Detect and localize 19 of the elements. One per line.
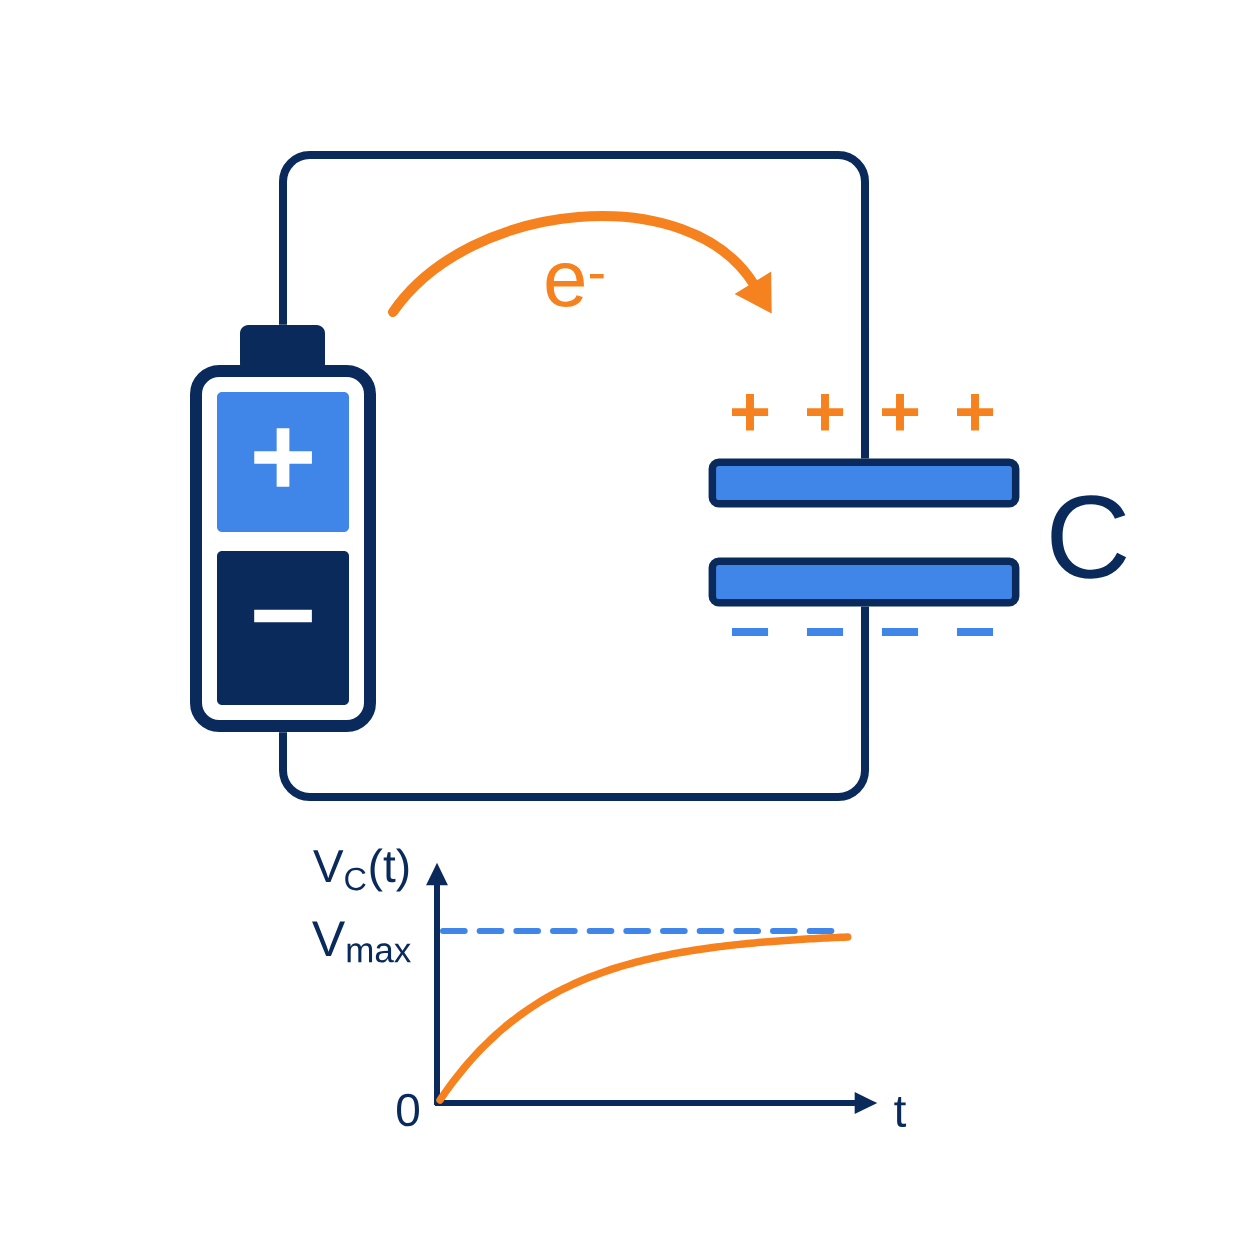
axis-label: t [894, 1096, 907, 1128]
axis-label: V$_{C}$(t) [313, 848, 409, 892]
charge-sign: − [881, 628, 919, 636]
plus-sign: + [254, 428, 312, 487]
battery-drawing [190, 325, 376, 732]
capacitor-plate [708, 458, 1020, 508]
electron-symbol: e$^{-}$ [546, 263, 604, 307]
charge-sign: − [956, 628, 994, 636]
charge-sign: + [957, 393, 994, 431]
origin-label: 0 [397, 1093, 419, 1127]
minus-sign: − [254, 609, 312, 623]
charge-sign: + [882, 393, 919, 431]
capacitor-label: C [1051, 495, 1127, 579]
charge-sign: − [731, 628, 769, 636]
charge-sign: + [732, 393, 769, 431]
charge-sign: + [807, 393, 844, 431]
capacitor-plate [708, 557, 1020, 607]
charge-sign: − [806, 628, 844, 636]
axis-label: V$_{max}$ [312, 921, 411, 963]
